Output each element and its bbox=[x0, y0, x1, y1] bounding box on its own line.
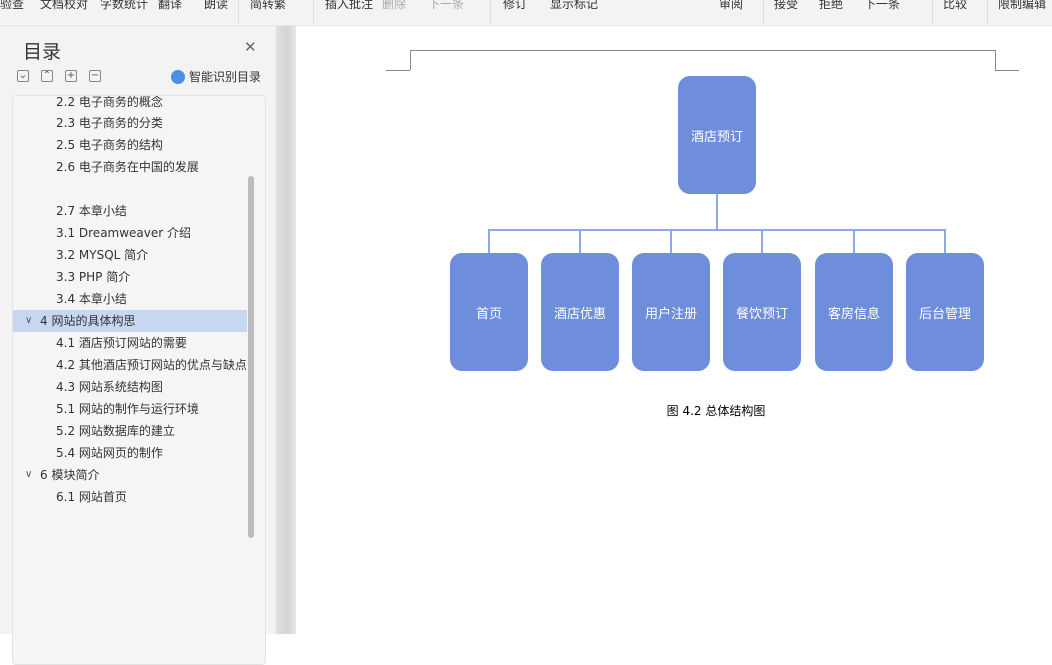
connector bbox=[489, 229, 946, 231]
divider bbox=[313, 0, 314, 24]
divider bbox=[490, 0, 491, 24]
divider bbox=[932, 0, 933, 24]
connector bbox=[716, 194, 718, 230]
child-node: 客房信息 bbox=[815, 253, 893, 371]
corner-mark bbox=[386, 70, 410, 71]
toc-item[interactable]: 5.1 网站的制作与运行环境 bbox=[56, 402, 199, 416]
divider bbox=[238, 0, 239, 24]
smart-toc-button[interactable]: 智能识别目录 bbox=[171, 68, 261, 85]
smart-toc-label: 智能识别目录 bbox=[189, 70, 262, 84]
show-markup-button[interactable]: 显示标记 bbox=[550, 0, 599, 11]
word-count-button[interactable]: 字数统计 bbox=[100, 0, 149, 11]
corner-mark bbox=[410, 50, 411, 70]
header-line bbox=[410, 50, 995, 51]
delete-button[interactable]: 删除 bbox=[382, 0, 407, 11]
toc-item[interactable]: 2.2 电子商务的概念 bbox=[56, 95, 163, 109]
collapse-up-icon[interactable]: ⌃ bbox=[41, 70, 53, 82]
restrict-editing-button[interactable]: 限制编辑 bbox=[998, 0, 1047, 11]
connector bbox=[488, 229, 490, 253]
toc-sidebar: 目录 ✕ ⌄ ⌃ + − 智能识别目录 2.2 电子商务的概念 2.3 电子商务… bbox=[0, 26, 276, 665]
toc-item[interactable]: 3.1 Dreamweaver 介绍 bbox=[56, 226, 192, 240]
proofread-button[interactable]: 文档校对 bbox=[40, 0, 89, 11]
toc-item[interactable]: 4.1 酒店预订网站的需要 bbox=[56, 336, 187, 350]
corner-mark bbox=[995, 70, 1019, 71]
child-node: 首页 bbox=[450, 253, 528, 371]
toc-item[interactable]: 5.4 网站网页的制作 bbox=[56, 446, 163, 460]
connector bbox=[579, 229, 581, 253]
sidebar-title: 目录 bbox=[23, 41, 62, 63]
insert-comment-button[interactable]: 插入批注 bbox=[325, 0, 374, 11]
toc-item[interactable]: 2.5 电子商务的结构 bbox=[56, 138, 163, 152]
toc-item[interactable]: 4.3 网站系统结构图 bbox=[56, 380, 163, 394]
accept-button[interactable]: 接受 bbox=[774, 0, 799, 11]
check-button[interactable]: 验查 bbox=[0, 0, 25, 11]
root-node: 酒店预订 bbox=[678, 76, 756, 194]
track-changes-button[interactable]: 修订 bbox=[503, 0, 528, 11]
ribbon-toolbar: 验查 文档校对 字数统计 翻译 朗读 简转繁 插入批注 删除 下一条 修订 显示… bbox=[0, 0, 1052, 26]
toc-item[interactable]: 3.2 MYSQL 简介 bbox=[56, 248, 149, 262]
divider bbox=[763, 0, 764, 24]
smart-icon bbox=[171, 69, 185, 84]
toc-item[interactable]: 2.3 电子商务的分类 bbox=[56, 116, 163, 130]
translate-button[interactable]: 翻译 bbox=[158, 0, 183, 11]
connector bbox=[944, 229, 946, 253]
child-node: 后台管理 bbox=[906, 253, 984, 371]
toc-item-selected[interactable]: ∨ 4 网站的具体构思 bbox=[13, 310, 247, 332]
figure-caption: 图 4.2 总体结构图 bbox=[666, 404, 766, 418]
collapse-all-icon[interactable]: − bbox=[89, 70, 101, 82]
divider bbox=[987, 0, 988, 24]
chevron-down-icon[interactable]: ∨ bbox=[25, 469, 33, 480]
connector bbox=[670, 229, 672, 253]
next-change-button[interactable]: 下一条 bbox=[864, 0, 901, 11]
close-icon[interactable]: ✕ bbox=[244, 38, 257, 56]
toc-list: 2.2 电子商务的概念 2.3 电子商务的分类 2.5 电子商务的结构 2.6 … bbox=[12, 95, 266, 665]
page-gutter bbox=[276, 26, 296, 634]
toc-item[interactable]: 2.6 电子商务在中国的发展 bbox=[56, 160, 199, 174]
compare-button[interactable]: 比较 bbox=[943, 0, 968, 11]
toc-item[interactable]: ∨ 6 模块简介 bbox=[13, 464, 247, 486]
child-node: 用户注册 bbox=[632, 253, 710, 371]
expand-down-icon[interactable]: ⌄ bbox=[17, 70, 29, 82]
connector bbox=[853, 229, 855, 253]
toc-item[interactable]: 4.2 其他酒店预订网站的优点与缺点 bbox=[56, 358, 247, 372]
next-comment-button[interactable]: 下一条 bbox=[428, 0, 465, 11]
review-button[interactable]: 审阅 bbox=[719, 0, 744, 11]
simp-to-trad-button[interactable]: 简转繁 bbox=[250, 0, 287, 11]
toc-item-label: 4 网站的具体构思 bbox=[40, 314, 136, 328]
toc-item[interactable]: 3.3 PHP 简介 bbox=[56, 270, 131, 284]
toc-item[interactable]: 3.4 本章小结 bbox=[56, 292, 127, 306]
toc-item[interactable]: 2.7 本章小结 bbox=[56, 204, 127, 218]
scrollbar[interactable] bbox=[248, 176, 254, 538]
toc-item[interactable]: 5.2 网站数据库的建立 bbox=[56, 424, 175, 438]
chevron-down-icon[interactable]: ∨ bbox=[25, 315, 33, 326]
corner-mark bbox=[995, 50, 996, 70]
child-node: 酒店优惠 bbox=[541, 253, 619, 371]
child-node: 餐饮预订 bbox=[723, 253, 801, 371]
reject-button[interactable]: 拒绝 bbox=[819, 0, 844, 11]
toc-item[interactable]: 6.1 网站首页 bbox=[56, 490, 127, 504]
expand-all-icon[interactable]: + bbox=[65, 70, 77, 82]
read-aloud-button[interactable]: 朗读 bbox=[204, 0, 229, 11]
connector bbox=[761, 229, 763, 253]
toc-item-label: 6 模块简介 bbox=[40, 468, 100, 482]
